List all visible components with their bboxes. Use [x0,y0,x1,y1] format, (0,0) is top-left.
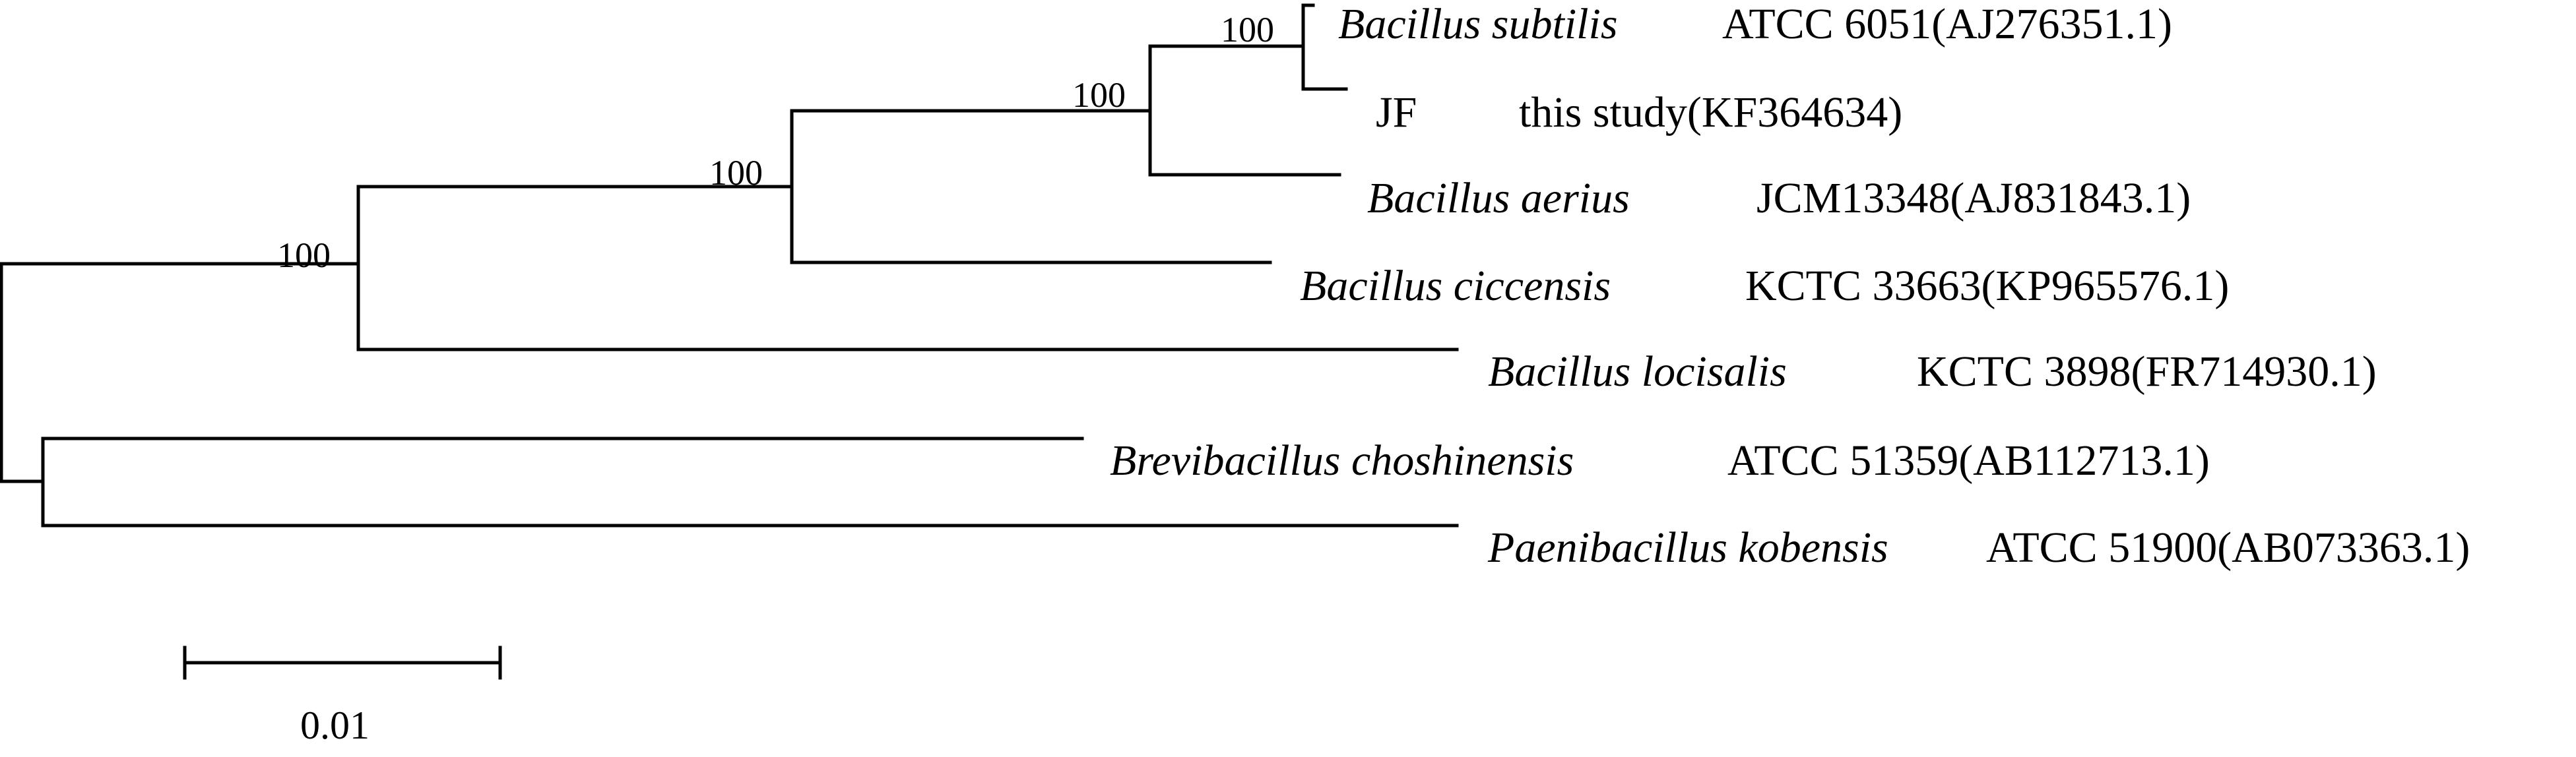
leaf-strain-label: ATCC 6051(AJ276351.1) [1722,0,2172,48]
bootstrap-value: 100 [277,235,331,275]
bootstrap-value: 100 [709,153,763,193]
scale-bar-label: 0.01 [300,704,370,747]
leaf-species-label: Brevibacillus choshinensis [1110,437,1574,485]
leaf-species-label: Paenibacillus kobensis [1487,524,1888,572]
leaf-species-label: Bacillus subtilis [1338,0,1618,48]
scale-bar: 0.01 [183,646,502,747]
leaf-strain-label: ATCC 51359(AB112713.1) [1727,437,2210,485]
leaf-strain-label: JCM13348(AJ831843.1) [1756,174,2191,222]
leaf-species-label: Bacillus ciccensis [1300,262,1611,310]
leaf-strain-label: ATCC 51900(AB073363.1) [1986,524,2470,572]
leaf-strain-label: KCTC 3898(FR714930.1) [1917,348,2377,396]
leaf-species-label: Bacillus locisalis [1488,348,1787,396]
leaf-strain-label: KCTC 33663(KP965576.1) [1745,262,2229,310]
leaf-species-label: Bacillus aerius [1367,174,1630,222]
bootstrap-value: 100 [1072,75,1126,115]
leaf-strain-label: this study(KF364634) [1519,88,1902,136]
bootstrap-value: 100 [1221,10,1274,49]
leaf-species-label: JF [1376,88,1417,136]
